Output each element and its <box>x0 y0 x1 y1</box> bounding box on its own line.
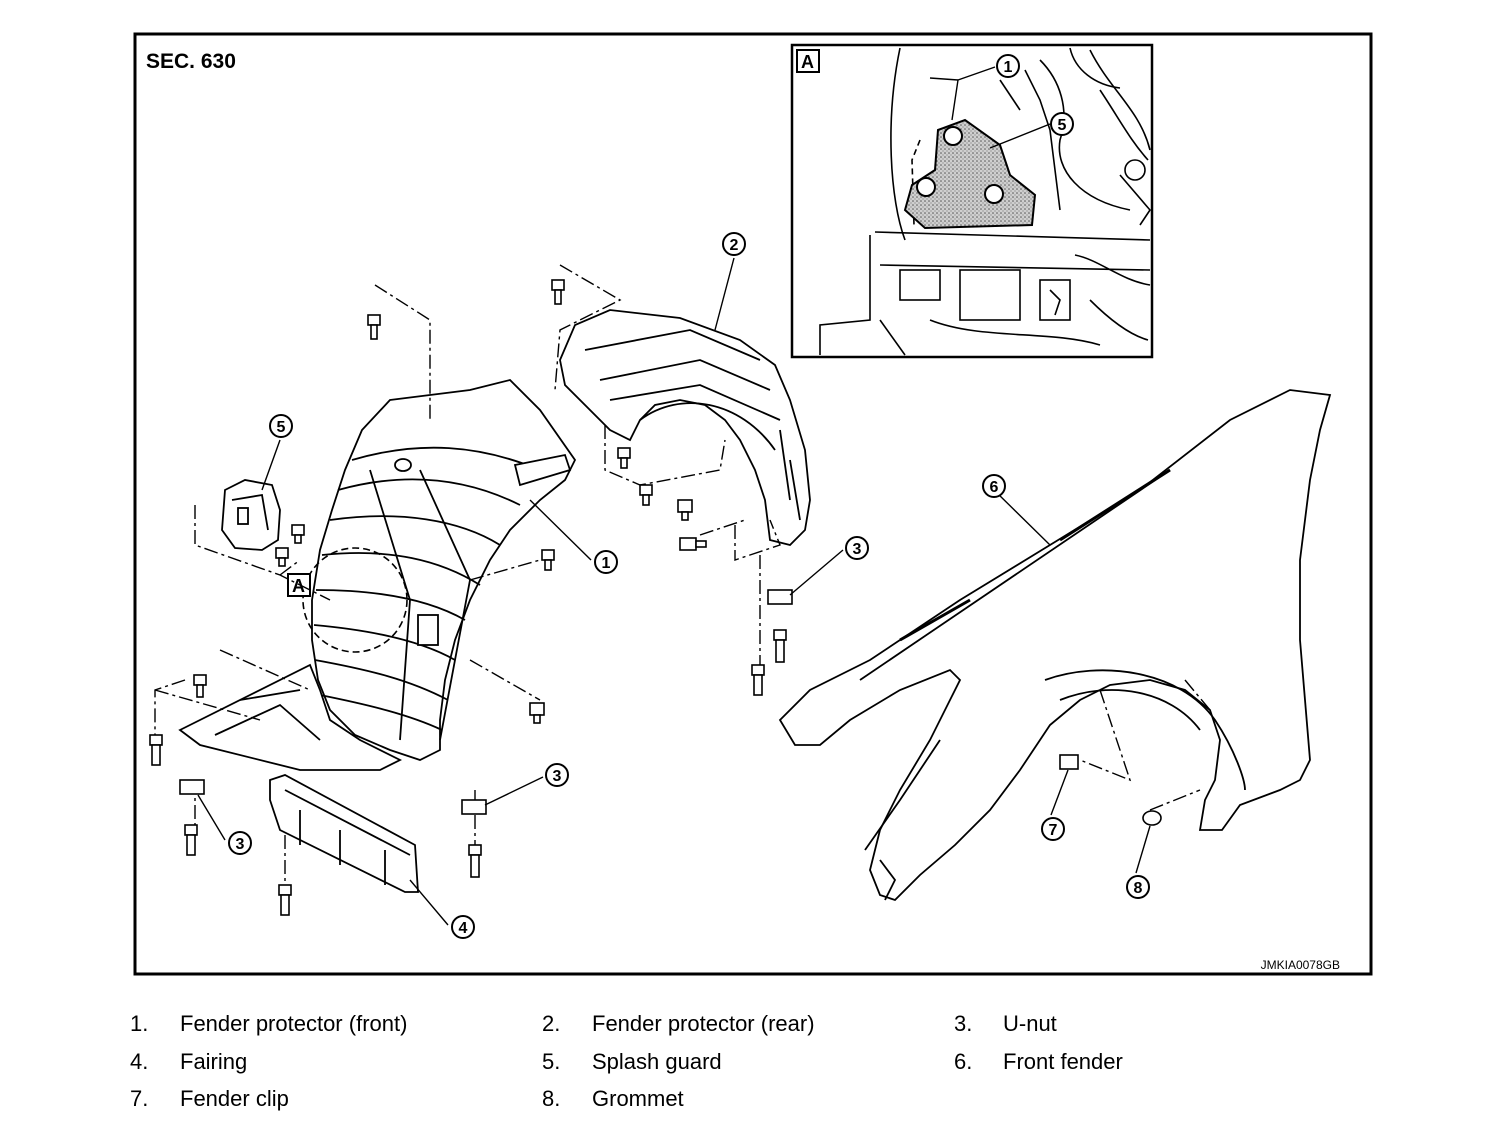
fender-protector-front <box>311 379 577 761</box>
bolt <box>773 629 787 663</box>
inset-callout-1: 1 <box>996 54 1020 78</box>
svg-text:3: 3 <box>236 836 245 853</box>
callout-3: 3 <box>845 536 869 560</box>
u-nut <box>461 799 487 815</box>
clip <box>639 484 653 506</box>
bolt <box>278 884 292 916</box>
svg-text:3: 3 <box>553 768 562 785</box>
svg-text:8: 8 <box>1134 880 1143 897</box>
bolt <box>149 734 163 766</box>
svg-text:5: 5 <box>1058 117 1067 134</box>
figure-code: JMKIA0078GB <box>1261 958 1340 972</box>
clip <box>677 499 693 521</box>
fender-protector-rear <box>559 309 811 546</box>
svg-text:2: 2 <box>730 237 739 254</box>
callout-leaders <box>197 257 1151 926</box>
svg-text:5: 5 <box>277 419 286 436</box>
fasteners <box>149 279 1162 916</box>
grommet <box>1142 810 1162 826</box>
callouts: 1 2 3 3 3 4 5 6 7 8 1 5 <box>228 54 1150 939</box>
inset-detail-a: A <box>790 43 1154 359</box>
clip <box>529 702 545 724</box>
inset-label-box <box>796 49 820 73</box>
diagram-frame <box>133 32 1373 976</box>
clip <box>617 447 631 469</box>
clip <box>291 524 305 544</box>
callout-8: 8 <box>1126 875 1150 899</box>
svg-text:6: 6 <box>990 479 999 496</box>
bolt <box>468 844 482 878</box>
callout-4: 4 <box>451 915 475 939</box>
bolt <box>184 824 198 856</box>
bolt <box>751 664 765 696</box>
front-fender <box>778 389 1332 902</box>
callout-5: 5 <box>269 414 293 438</box>
splash-guard <box>221 479 281 551</box>
clip <box>541 549 555 571</box>
clip <box>193 674 207 698</box>
fairing <box>269 774 419 893</box>
under-cover <box>178 663 403 771</box>
u-nut <box>767 589 793 605</box>
u-nut <box>179 779 205 795</box>
clip <box>679 537 707 551</box>
svg-text:4: 4 <box>459 920 468 937</box>
callout-1: 1 <box>594 550 618 574</box>
callout-3: 3 <box>545 763 569 787</box>
installation-lines <box>154 264 1211 890</box>
svg-text:1: 1 <box>602 555 611 572</box>
view-marker-label: A <box>292 576 305 596</box>
callout-6: 6 <box>982 474 1006 498</box>
clip <box>275 547 289 567</box>
inset-callout-5: 5 <box>1050 112 1074 136</box>
clip <box>551 279 565 305</box>
svg-text:3: 3 <box>853 541 862 558</box>
fender-clip <box>1059 754 1079 770</box>
section-label: SEC. 630 <box>146 50 236 73</box>
callout-7: 7 <box>1041 817 1065 841</box>
svg-text:7: 7 <box>1049 822 1058 839</box>
inset-label: A <box>801 52 814 72</box>
clip <box>367 314 381 340</box>
svg-text:1: 1 <box>1004 59 1013 76</box>
callout-2: 2 <box>722 232 746 256</box>
callout-3: 3 <box>228 831 252 855</box>
